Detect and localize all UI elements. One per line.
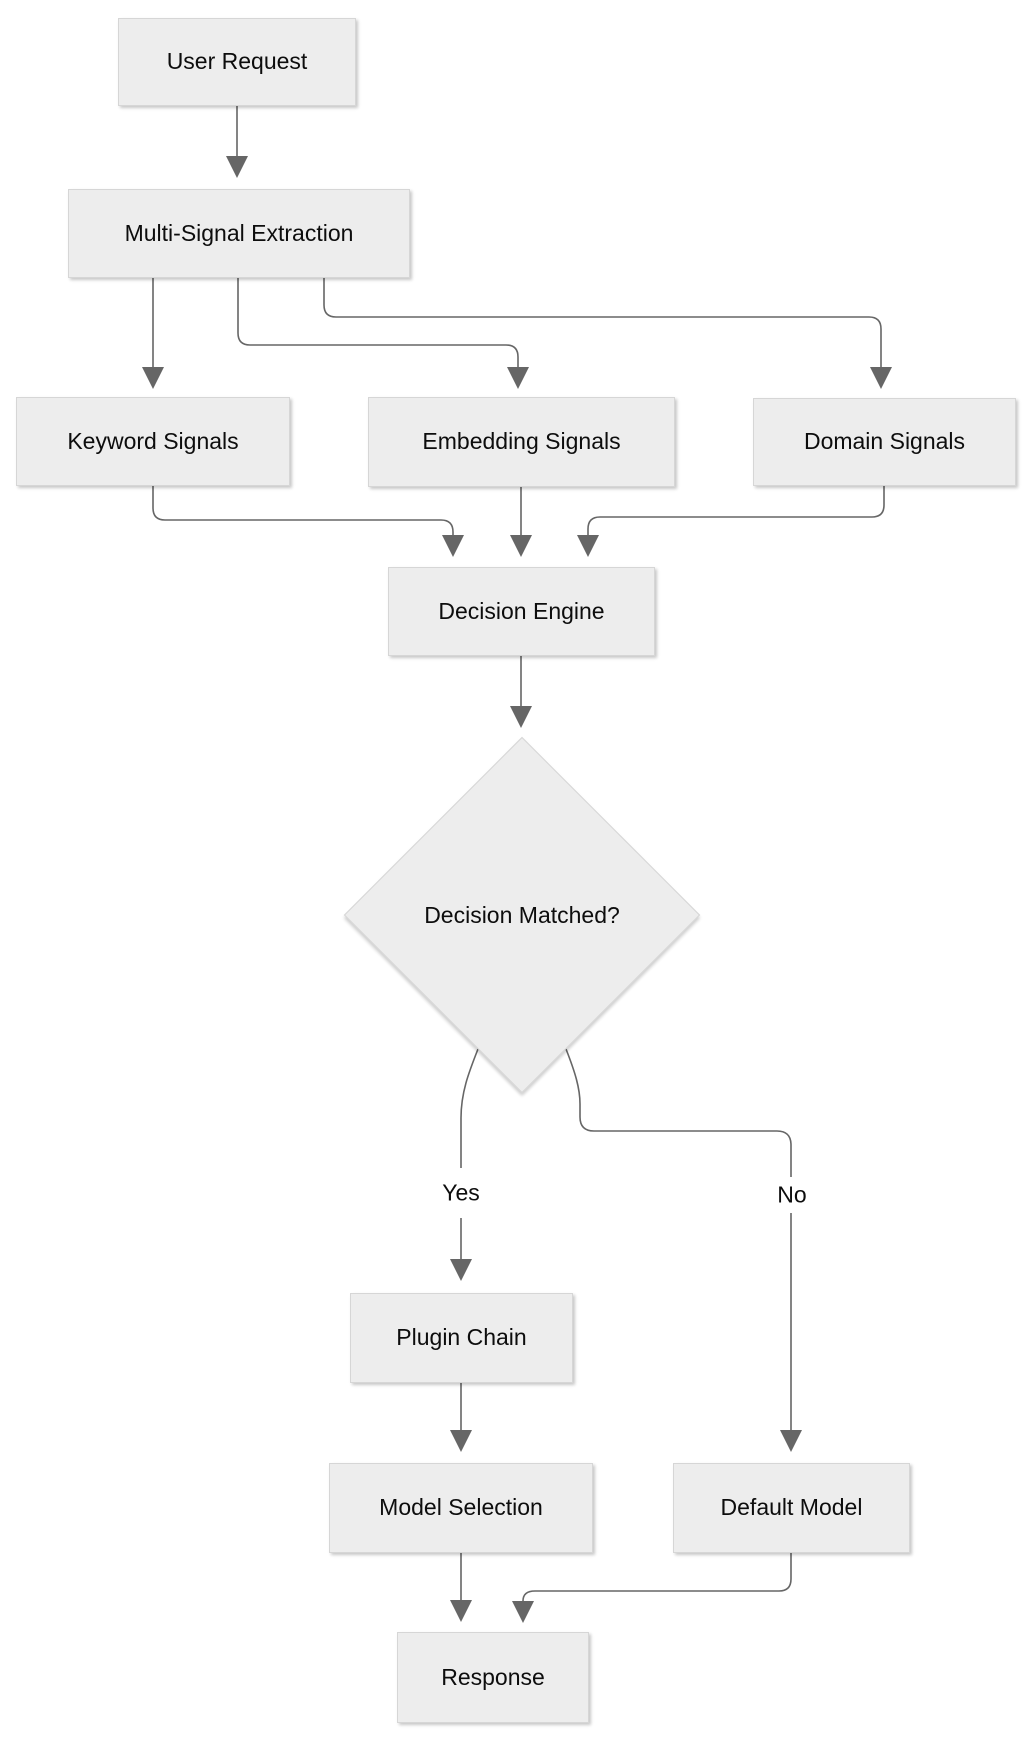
node-model-selection-label: Model Selection [379,1494,543,1521]
node-multi-signal-extraction: Multi-Signal Extraction [68,189,410,278]
node-plugin-chain: Plugin Chain [350,1293,573,1383]
arrowhead-icon [577,535,599,557]
edge-plugin-chain-to-model-selection [450,1383,472,1452]
edge-multi-signal-to-domain-signals [323,278,892,389]
arrowhead-icon [142,367,164,389]
edge-line [237,278,519,367]
node-keyword-signals-label: Keyword Signals [67,427,239,454]
edge-multi-signal-to-keyword-signals [142,278,164,389]
node-embedding-signals: Embedding Signals [368,397,675,487]
edge-decision-engine-to-decision-matched [510,656,532,728]
edge-model-selection-to-response [450,1553,472,1622]
node-model-selection: Model Selection [329,1463,593,1553]
node-default-model: Default Model [673,1463,910,1553]
edge-user-request-to-multi-signal-extraction [226,106,248,178]
arrowhead-icon [442,535,464,557]
node-multi-signal-extraction-label: Multi-Signal Extraction [124,219,354,246]
edge-multi-signal-to-embedding-signals [237,278,529,389]
node-decision-matched-label: Decision Matched? [424,901,620,928]
node-plugin-chain-label: Plugin Chain [396,1324,527,1351]
node-embedding-signals-label: Embedding Signals [422,428,621,455]
edge-line [565,1048,792,1177]
arrowhead-icon [507,367,529,389]
node-domain-signals-label: Domain Signals [803,428,966,455]
edge-keyword-signals-to-decision-engine [152,486,464,557]
edge-label-yes: Yes [438,1179,484,1207]
arrowhead-icon [512,1601,534,1623]
edge-label-no: No [773,1181,811,1209]
node-response: Response [397,1632,589,1723]
arrowhead-icon [870,367,892,389]
arrowhead-icon [780,1430,802,1452]
arrowhead-icon [226,156,248,178]
node-default-model-label: Default Model [720,1494,863,1521]
arrowhead-icon [450,1600,472,1622]
edge-line [460,1048,479,1168]
edge-line [587,486,885,535]
edge-default-model-to-response [512,1553,792,1623]
edge-line [522,1553,792,1602]
edge-decision-matched-no-to-default-model [565,1048,802,1452]
arrowhead-icon [510,535,532,557]
node-user-request: User Request [118,18,356,106]
edge-domain-signals-to-decision-engine [577,486,885,557]
arrowhead-icon [450,1430,472,1452]
edge-line [323,278,882,367]
edge-embedding-signals-to-decision-engine [510,487,532,557]
node-response-label: Response [441,1663,545,1690]
node-domain-signals: Domain Signals [753,398,1016,486]
arrowhead-icon [510,706,532,728]
node-decision-engine-label: Decision Engine [438,597,605,624]
edge-line [152,486,454,535]
node-decision-engine: Decision Engine [388,567,655,656]
node-keyword-signals: Keyword Signals [16,397,290,486]
node-user-request-label: User Request [166,48,308,75]
arrowhead-icon [450,1259,472,1281]
edge-decision-matched-yes-to-plugin-chain [450,1048,479,1281]
